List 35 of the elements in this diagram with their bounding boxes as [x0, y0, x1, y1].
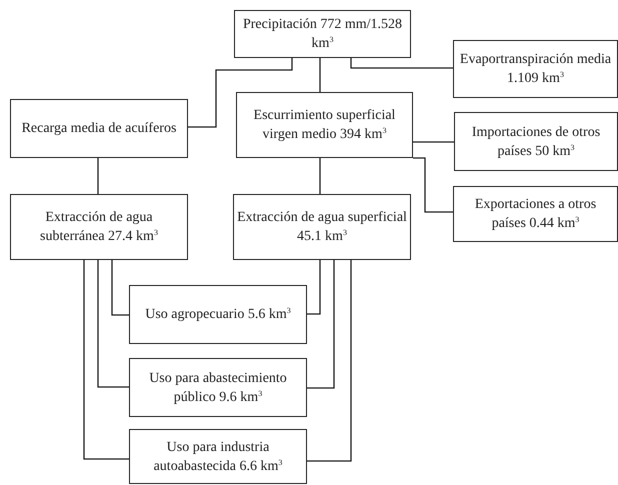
box-label: Recarga media de acuíferos — [22, 120, 176, 138]
process-box — [453, 40, 618, 98]
connector-line — [111, 260, 129, 316]
box-label: Exportaciones a otros países 0.44 km$^{3}$ — [474, 196, 598, 233]
process-box — [234, 10, 411, 58]
process-box — [10, 99, 188, 158]
connector-line — [307, 260, 335, 389]
box-label: Uso para industria autoabastecida 6.6 km$^{3}$ — [152, 438, 284, 476]
box-label: Extracción de agua superficial 45.1 km$^{3}$ — [237, 209, 407, 246]
box-label: Extracción de agua subterránea 27.4 km$^{3}$ — [39, 209, 159, 246]
connector-line — [413, 141, 454, 143]
process-box — [129, 285, 307, 344]
connector-line — [307, 260, 352, 462]
process-box — [129, 429, 307, 484]
process-box — [129, 358, 307, 417]
connector-line — [307, 260, 321, 315]
connector-line — [97, 158, 99, 194]
connector-line — [319, 158, 321, 194]
box-label: Evaportranspiración media 1.109 km$^{3}$ — [458, 51, 612, 88]
connector-line — [350, 58, 453, 69]
box-label: Precipitación 772 mm/1.528 km$^{3}$ — [242, 16, 404, 53]
connector-line — [83, 260, 129, 460]
process-box — [236, 92, 413, 158]
process-box — [454, 112, 618, 171]
process-box — [453, 186, 618, 242]
box-label: Escurrimiento superficial virgen medio 394 km$^{3}$ — [252, 107, 396, 144]
box-label: Importaciones de otros países 50 km$^{3}$ — [470, 124, 602, 160]
box-label: Uso para abastecimiento público 9.6 km$^{3}$ — [148, 370, 288, 406]
process-box — [233, 194, 411, 260]
box-label: Uso agropecuario 5.6 km$^{3}$ — [145, 305, 291, 324]
process-box — [10, 194, 188, 260]
connector-line — [97, 260, 129, 388]
connector-line — [188, 58, 293, 128]
connector-line — [319, 58, 321, 92]
connector-line — [413, 157, 453, 213]
